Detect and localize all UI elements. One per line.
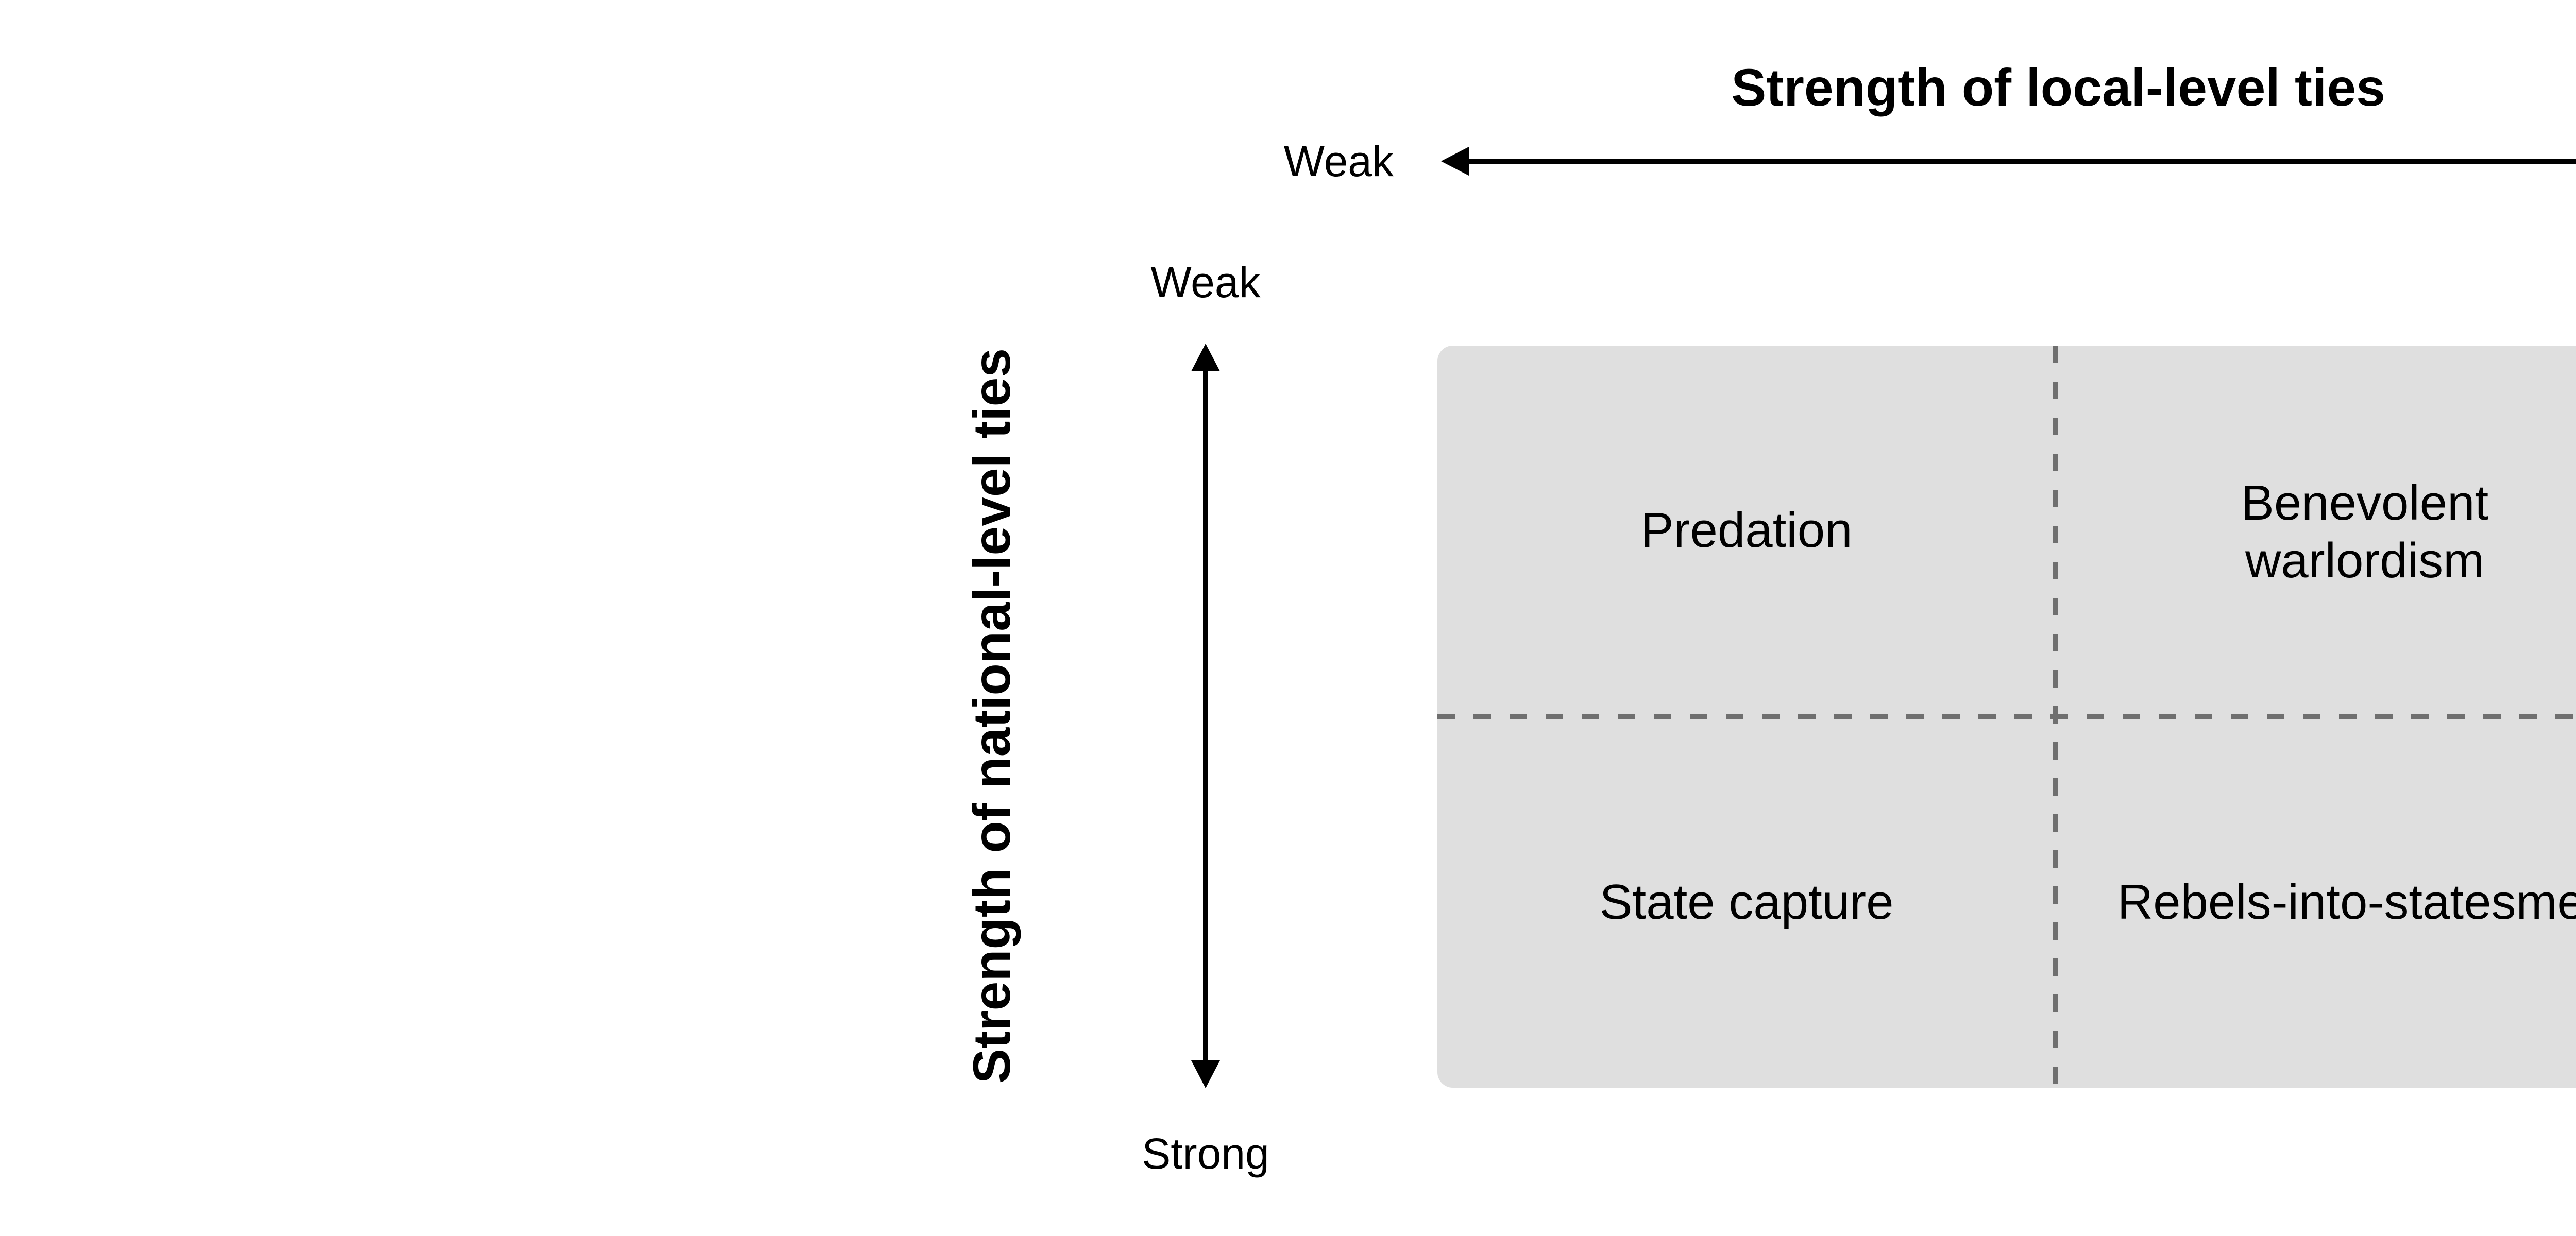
x-axis-arrow-shaft [1466, 159, 2576, 164]
quadrant-label-bottom-left: State capture [1599, 874, 1894, 930]
quadrant-label-top-right: Benevolent warlordism [2241, 475, 2489, 588]
y-axis-up-arrowhead-icon [1191, 344, 1220, 371]
y-axis-strong-label: Strong [1142, 1129, 1269, 1178]
quadrant-label-bottom-right: Rebels-into-statesmen [2117, 874, 2576, 930]
y-axis-weak-label: Weak [1150, 258, 1261, 306]
x-axis-weak-label: Weak [1283, 137, 1394, 185]
quadrant-label-top-left: Predation [1640, 503, 1853, 558]
x-axis-left-arrowhead-icon [1441, 147, 1469, 176]
horizontal-dashed-divider [1437, 714, 2576, 719]
y-axis-arrow-shaft [1203, 369, 1208, 1062]
y-axis-down-arrowhead-icon [1191, 1060, 1220, 1088]
y-axis-title: Strength of national-level ties [962, 348, 1021, 1084]
x-axis-title: Strength of local-level ties [1731, 58, 2385, 117]
